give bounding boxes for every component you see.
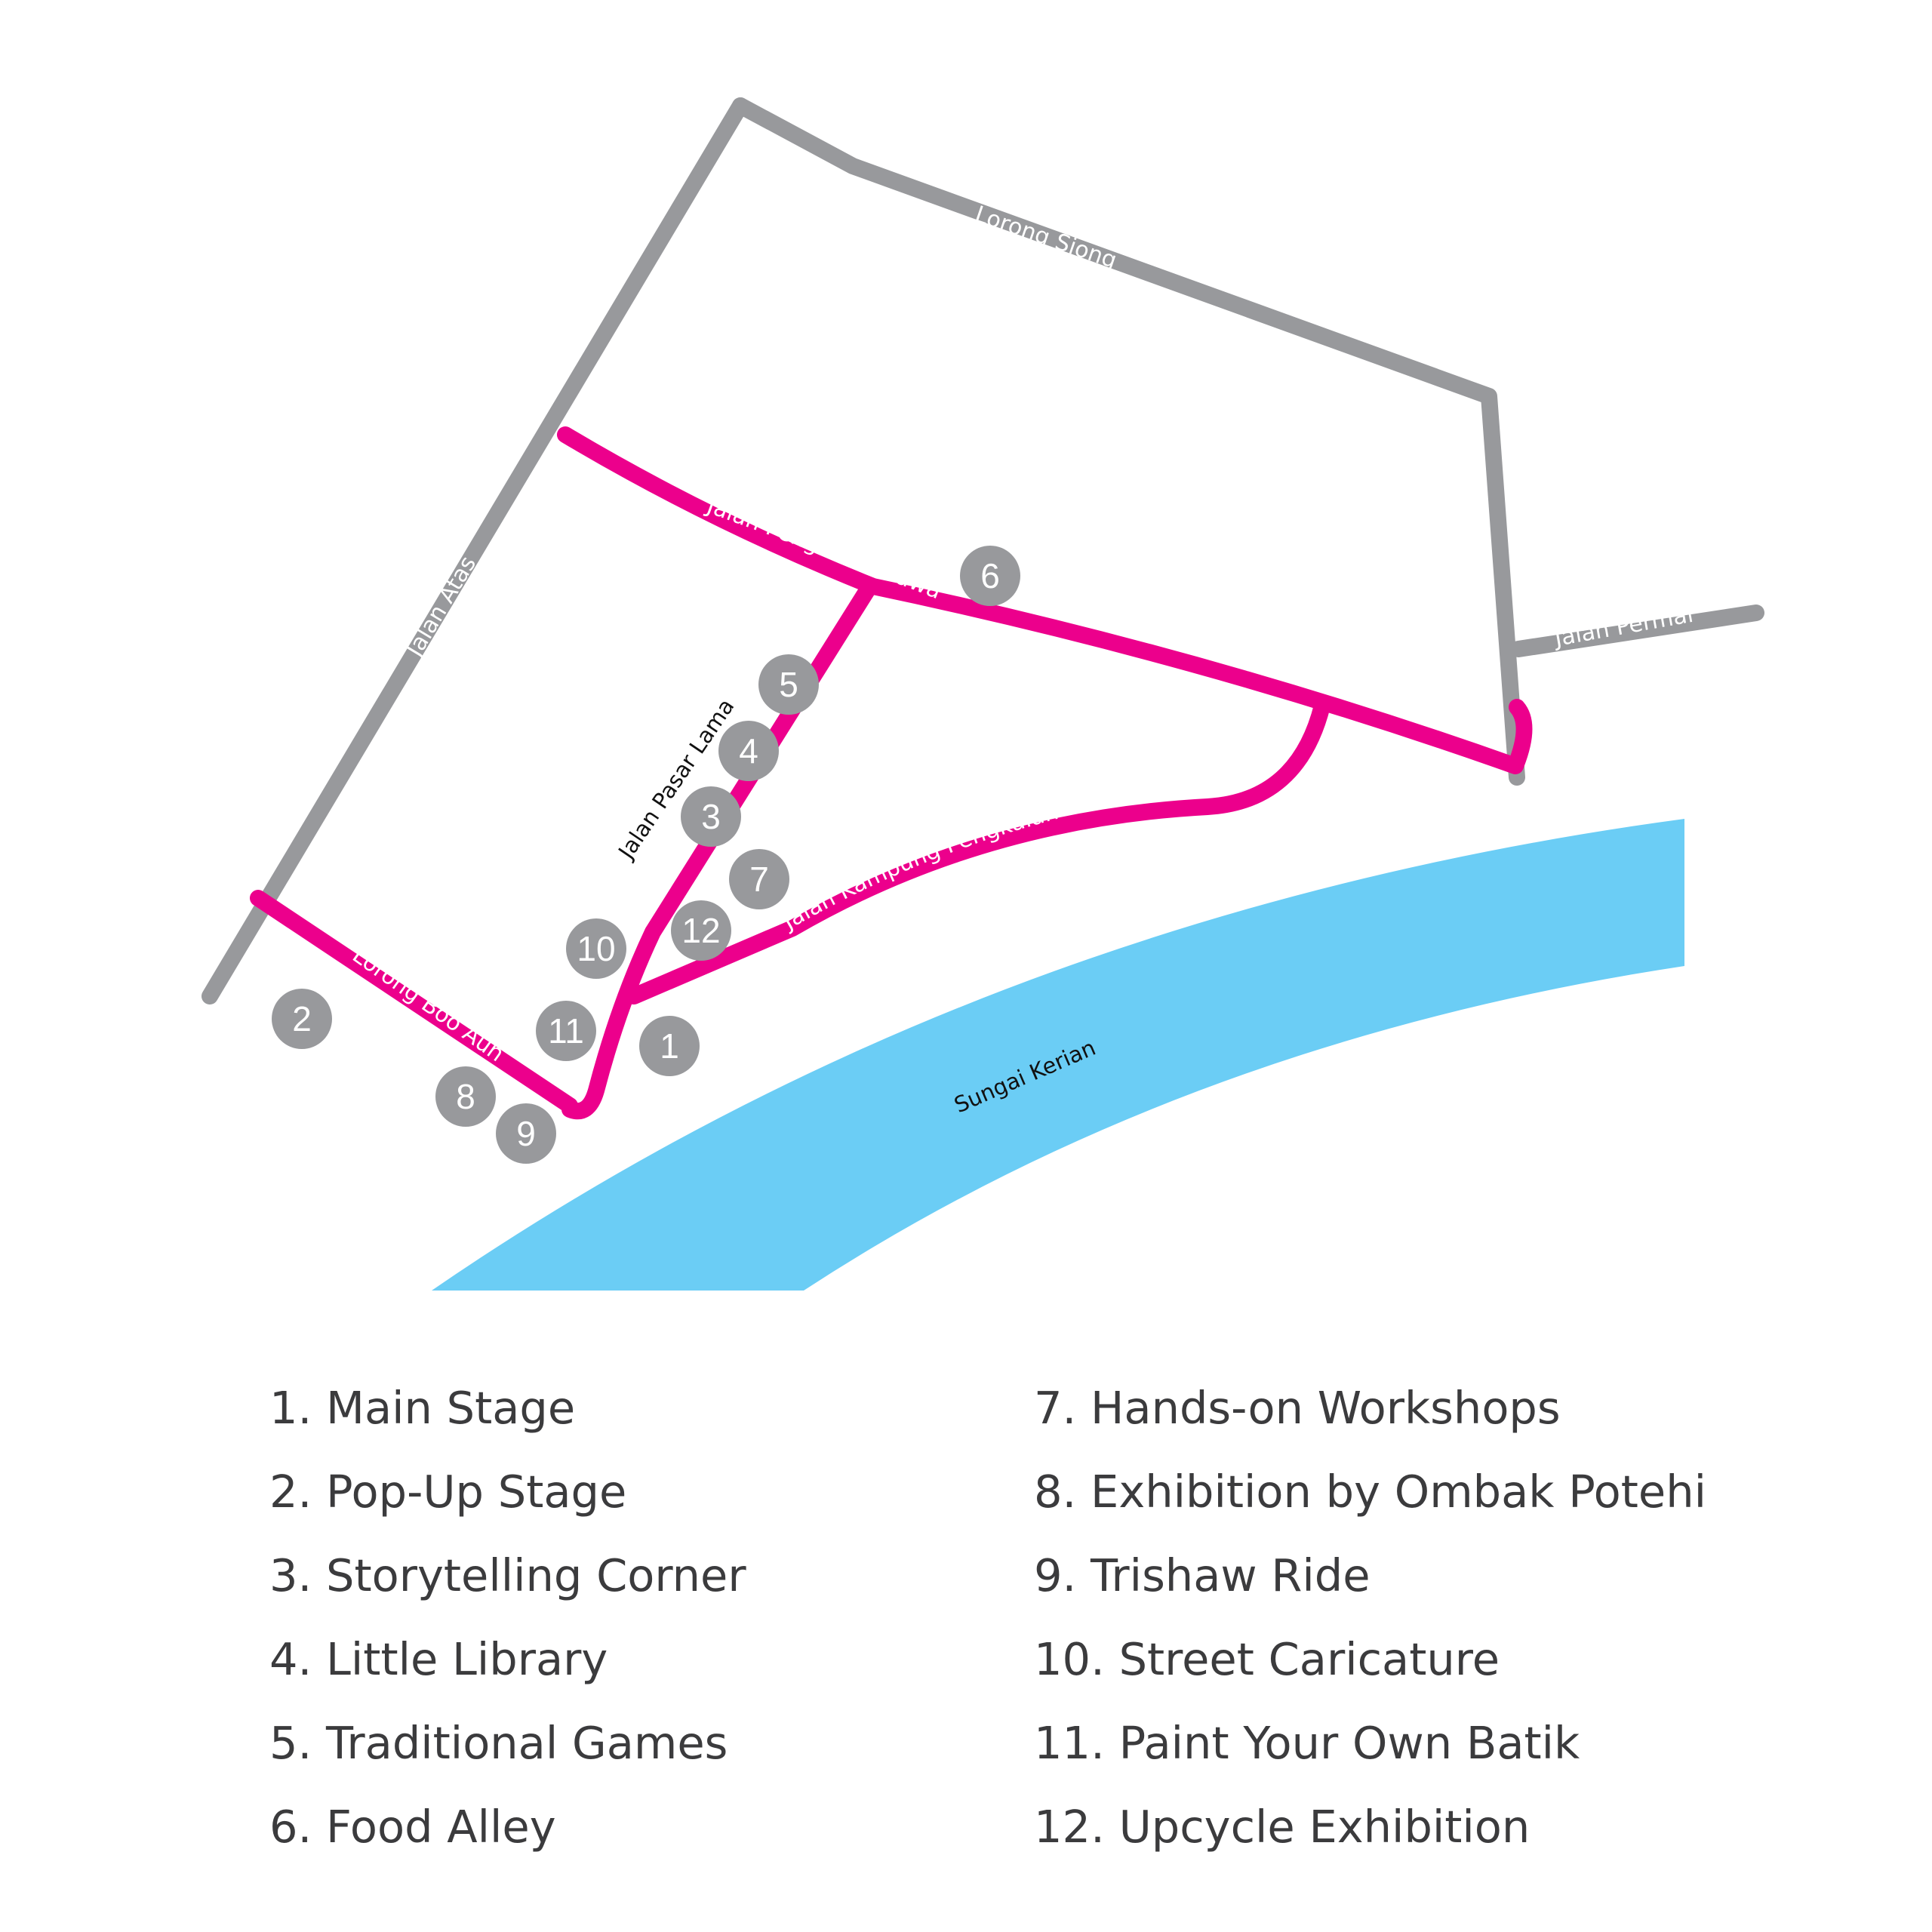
marker-2[interactable]: 2 — [272, 989, 332, 1049]
legend-item: 8. Exhibition by Ombak Potehi — [1034, 1466, 1706, 1518]
marker-number: 11 — [548, 1011, 584, 1051]
legend-item: 4. Little Library — [269, 1633, 608, 1685]
marker-number: 7 — [749, 860, 769, 899]
road-jalan-kampung-pengkalan — [626, 697, 1331, 1004]
marker-circle — [435, 1066, 496, 1127]
legend-item: 1. Main Stage — [269, 1382, 576, 1434]
marker-11[interactable]: 11 — [536, 1001, 596, 1061]
marker-number: 2 — [292, 999, 312, 1038]
river-sungai-kerian — [432, 819, 1684, 1291]
legend-column-left: 1. Main Stage 2. Pop-Up Stage 3. Storyte… — [269, 1366, 746, 1869]
marker-circle — [536, 1001, 596, 1061]
road-jalan-pengkalan-rawa — [557, 426, 1533, 774]
marker-number: 9 — [516, 1114, 536, 1153]
marker-circle — [718, 721, 779, 781]
marker-circle — [758, 654, 819, 715]
marker-number: 5 — [779, 665, 798, 704]
marker-circle — [960, 546, 1020, 606]
marker-circle — [566, 918, 626, 979]
marker-3[interactable]: 3 — [681, 786, 741, 847]
marker-12[interactable]: 12 — [671, 900, 731, 961]
road-jalan-pasar-lama — [561, 577, 878, 1120]
legend-item: 9. Trishaw Ride — [1034, 1549, 1371, 1601]
legend-item: 5. Traditional Games — [269, 1717, 728, 1769]
legend-item: 12. Upcycle Exhibition — [1034, 1801, 1531, 1853]
marker-number: 3 — [701, 797, 721, 836]
road-lorong-boo-aun — [250, 890, 578, 1114]
legend-item: 11. Paint Your Own Batik — [1034, 1717, 1580, 1769]
marker-5[interactable]: 5 — [758, 654, 819, 715]
marker-number: 10 — [577, 929, 615, 968]
street-label-lorong-siong: Lorong Siong — [971, 201, 1120, 274]
road-jalan-permai — [1510, 605, 1764, 657]
marker-number: 6 — [980, 556, 1000, 595]
legend-column-right: 7. Hands-on Workshops 8. Exhibition by O… — [1034, 1366, 1706, 1869]
marker-4[interactable]: 4 — [718, 721, 779, 781]
marker-number: 8 — [456, 1077, 475, 1116]
marker-circle — [729, 849, 789, 909]
marker-circle — [681, 786, 741, 847]
marker-9[interactable]: 9 — [496, 1103, 556, 1164]
street-label-jalan-permai: Jalan Permai — [1551, 601, 1695, 652]
marker-7[interactable]: 7 — [729, 849, 789, 909]
marker-number: 1 — [660, 1026, 679, 1066]
road-lorong-siong — [732, 97, 1525, 786]
marker-circle — [639, 1016, 700, 1076]
marker-number: 12 — [681, 911, 720, 950]
marker-10[interactable]: 10 — [566, 918, 626, 979]
legend-item: 10. Street Caricature — [1034, 1633, 1500, 1685]
marker-circle — [272, 989, 332, 1049]
street-label-jalan-pengkalan-rawa: Jalan Pengkalan Rawa — [702, 492, 945, 605]
legend-item: 2. Pop-Up Stage — [269, 1466, 627, 1518]
marker-8[interactable]: 8 — [435, 1066, 496, 1127]
legend-item: 7. Hands-on Workshops — [1034, 1382, 1561, 1434]
legend-item: 3. Storytelling Corner — [269, 1549, 746, 1601]
street-label-lorong-boo-aun: Lorong Boo Aun — [347, 942, 509, 1067]
legend-item: 6. Food Alley — [269, 1801, 556, 1853]
marker-circle — [671, 900, 731, 961]
legend: 1. Main Stage 2. Pop-Up Stage 3. Storyte… — [0, 1366, 1932, 1864]
street-label-jalan-atas: Jalan Atas — [401, 552, 481, 663]
marker-circle — [496, 1103, 556, 1164]
marker-number: 4 — [739, 731, 758, 771]
street-label-jalan-kampung-pengkalan: Jalan Kampung Pengkalan — [777, 798, 1061, 936]
marker-6[interactable]: 6 — [960, 546, 1020, 606]
road-jalan-atas — [202, 97, 749, 1004]
marker-1[interactable]: 1 — [639, 1016, 700, 1076]
